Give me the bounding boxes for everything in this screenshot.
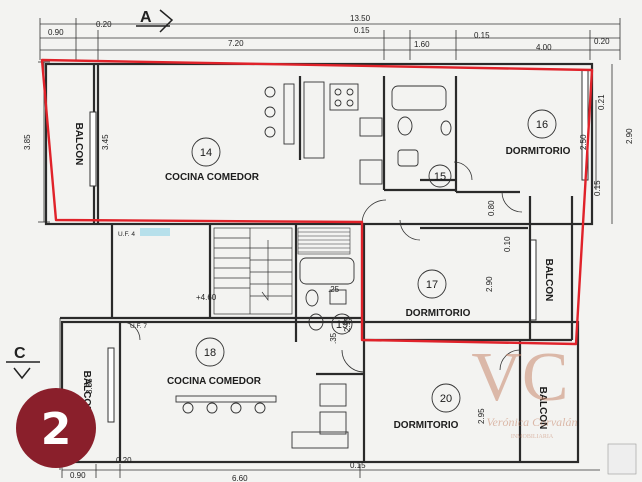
- watermark-initials: VC: [471, 339, 568, 416]
- dim-left-outer: 3.85: [23, 134, 32, 150]
- dim-top-mid-d: 0.15: [474, 31, 490, 40]
- balcon-lower-left-label: BALCON: [81, 371, 92, 414]
- dim-lower-left: 3.35: [85, 378, 94, 394]
- watermark-sub: INMOBILIARIA: [511, 434, 554, 440]
- duct-hatch: [297, 227, 351, 255]
- kitchen-fixtures-lower: [175, 383, 349, 449]
- dim-center-a: 0.80: [487, 200, 496, 216]
- dim-stair-b: .25: [328, 285, 340, 294]
- dim-top-right-a: 4.00: [536, 43, 552, 52]
- unit-highlight-outline: [40, 58, 594, 346]
- photo-number-badge: 2: [16, 388, 96, 468]
- dim-top-left-a: 0.90: [48, 28, 64, 37]
- room-20: 20 DORMITORIO: [394, 383, 461, 431]
- room-18-number: 18: [204, 347, 216, 359]
- door-swings-upper: [361, 161, 523, 241]
- room-16: 16 DORMITORIO: [506, 109, 571, 157]
- stair-level: +4.60: [196, 293, 217, 302]
- section-c-label: C: [14, 345, 26, 362]
- dim-right-a: 0.21: [597, 94, 606, 110]
- room-15-number: 15: [434, 171, 446, 183]
- walls-lower: [60, 320, 580, 464]
- stairs: [213, 227, 293, 315]
- dim-top-left-b: 0.20: [96, 20, 112, 29]
- room-14-label: COCINA COMEDOR: [165, 172, 260, 183]
- dim-top-mid-a: 7.20: [228, 39, 244, 48]
- dim-overall: 13.50: [350, 14, 371, 23]
- uf7-label: U.F. 7: [130, 323, 147, 330]
- dim-right-b: 2.50: [579, 134, 588, 150]
- room-16-label: DORMITORIO: [506, 146, 571, 157]
- dim-top-right-b: 0.20: [594, 37, 610, 46]
- room-20-number: 20: [440, 393, 452, 405]
- room-18: 18 COCINA COMEDOR: [167, 337, 262, 387]
- dim-right-d: 0.15: [593, 180, 602, 196]
- dim-top-mid-b: 0.15: [354, 26, 370, 35]
- dim-bottom-left-a: 0.90: [70, 471, 86, 480]
- kitchen-fixtures-upper: [264, 81, 383, 185]
- dim-bottom-mid-b: 0.15: [350, 461, 366, 470]
- room-15: 15: [428, 164, 452, 188]
- room-14: 14 COCINA COMEDOR: [165, 137, 260, 183]
- bath-fixtures-upper: [391, 85, 452, 167]
- dim-lower-d: 2.15: [343, 316, 352, 332]
- badge-number: 2: [41, 404, 72, 455]
- section-c-marker: C: [6, 345, 40, 380]
- dim-left-inner: 3.45: [101, 134, 110, 150]
- dim-center-c: 2.90: [485, 276, 494, 292]
- dim-lower-c: .35: [329, 332, 338, 344]
- room-17: 17 DORMITORIO: [406, 269, 471, 319]
- room-14-number: 14: [200, 147, 212, 159]
- room-16-number: 16: [536, 119, 548, 131]
- room-17-number: 17: [426, 279, 438, 291]
- uf4-tag: [140, 228, 170, 236]
- dim-bottom-mid-a: 6.60: [232, 474, 248, 482]
- room-17-label: DORMITORIO: [406, 308, 471, 319]
- section-a-label: A: [140, 9, 152, 26]
- room-19-number: 19: [336, 319, 348, 331]
- uf4-label: U.F. 4: [118, 231, 135, 238]
- balcon-lower-right-label: BALCON: [537, 387, 548, 430]
- realtor-watermark: VC Verónica Corvalán INMOBILIARIA: [471, 339, 577, 440]
- door-swings-lower: [121, 321, 521, 373]
- dim-center-b: 0.10: [503, 236, 512, 252]
- dim-right-c: 2.90: [625, 128, 634, 144]
- right-dimensions: [595, 64, 613, 224]
- section-a-marker: A: [136, 9, 174, 33]
- balcon-left-label: BALCON: [73, 123, 84, 166]
- top-dimensions: [39, 18, 621, 60]
- watermark-name: Verónica Corvalán: [487, 415, 578, 429]
- dim-bottom-left-b: 0.20: [116, 456, 132, 465]
- watermark-logo-small: [607, 443, 637, 475]
- balcon-right-label: BALCON: [543, 259, 554, 302]
- badge-circle: [16, 388, 96, 468]
- room-20-label: DORMITORIO: [394, 420, 459, 431]
- room-19: 19: [331, 313, 353, 335]
- room-18-label: COCINA COMEDOR: [167, 376, 262, 387]
- dim-lower-right: 2.95: [477, 408, 486, 424]
- dim-top-mid-c: 1.60: [414, 40, 430, 49]
